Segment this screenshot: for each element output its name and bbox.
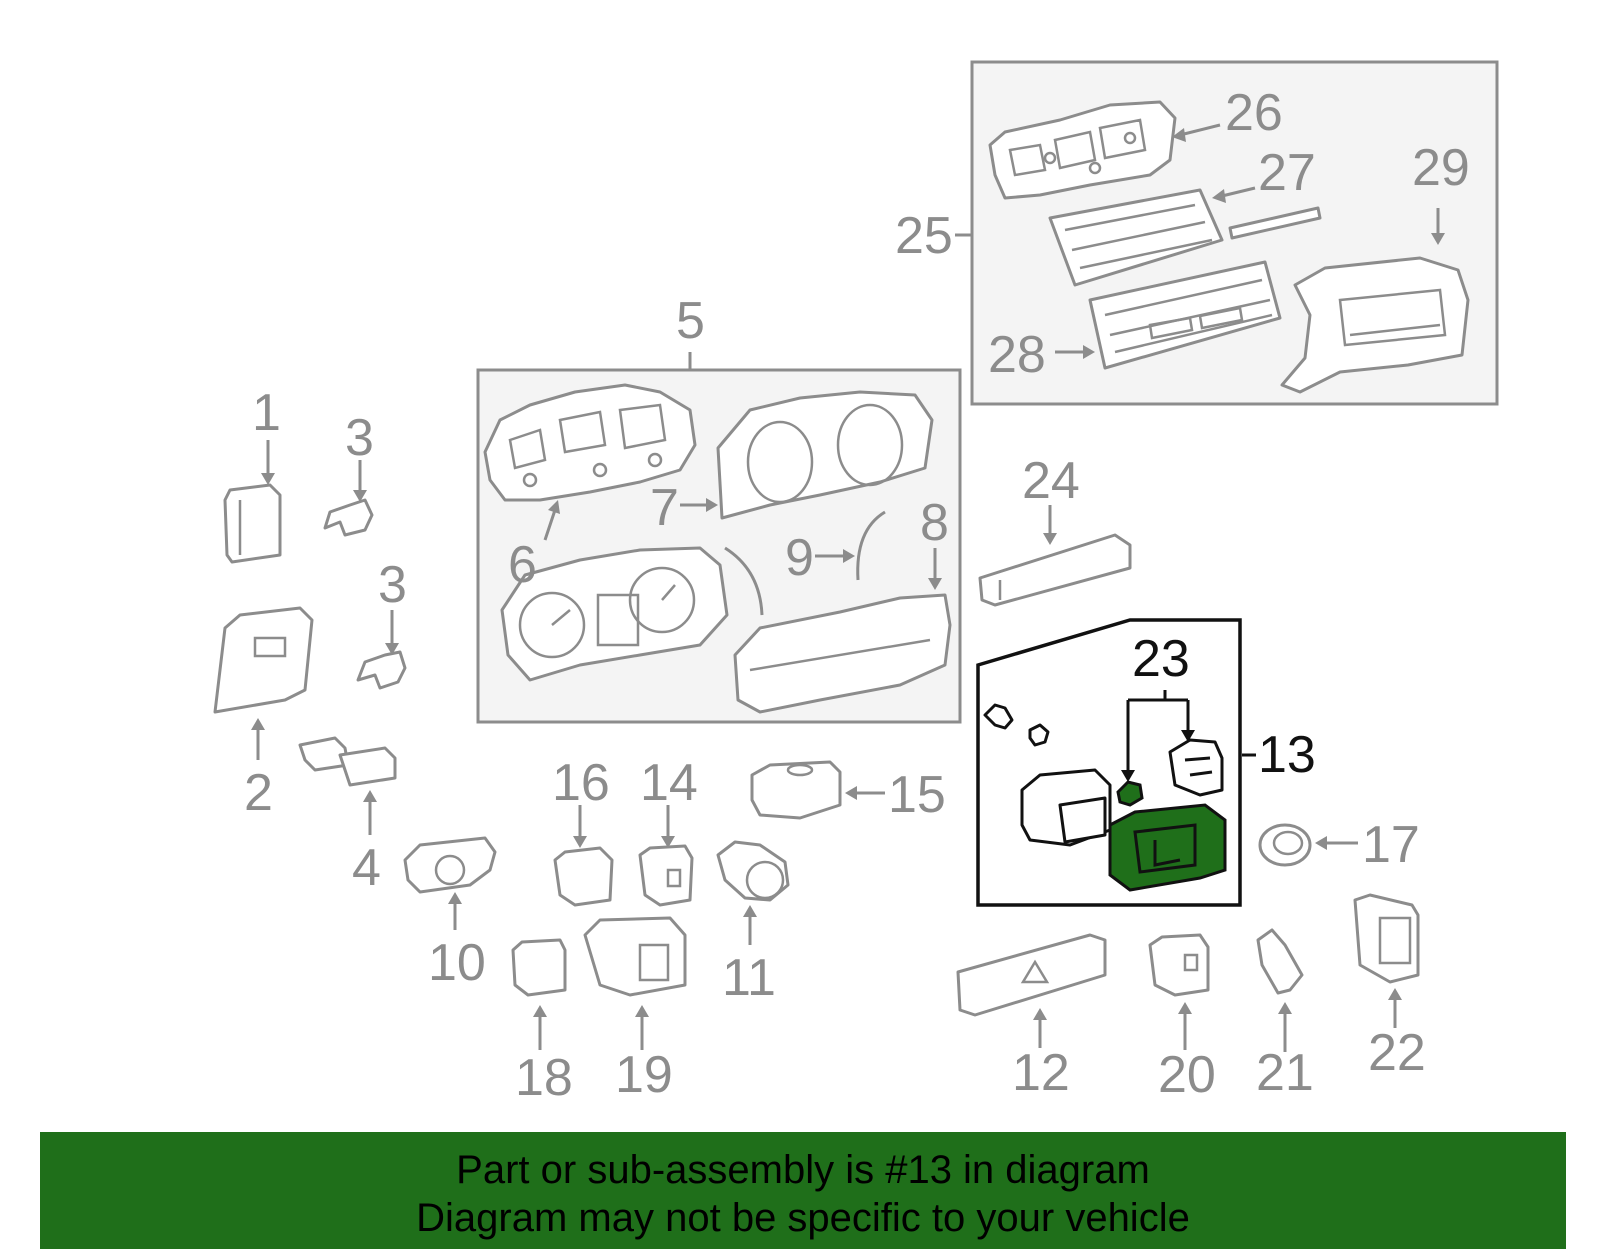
callout-20: 20 [1158, 1046, 1216, 1104]
part-8-housing [733, 593, 952, 714]
part-27-panel [1048, 188, 1322, 287]
callout-22: 22 [1368, 1024, 1426, 1082]
callout-27: 27 [1258, 144, 1316, 202]
part-11-switch [716, 840, 790, 902]
callout-4: 4 [352, 839, 381, 897]
callout-11: 11 [722, 949, 776, 1007]
part-6-circuit [483, 383, 697, 502]
callout-3b: 3 [378, 556, 407, 614]
part-9-trim [724, 546, 764, 616]
callout-19: 19 [615, 1046, 673, 1104]
part-13-switch-body [1108, 803, 1227, 892]
info-banner: Part or sub-assembly is #13 in diagram D… [40, 1132, 1566, 1249]
part-22-switch [1353, 893, 1420, 984]
banner-line-part: Part or sub-assembly is #13 in diagram [456, 1148, 1150, 1192]
callout-24: 24 [1022, 452, 1080, 510]
part-9-trim-b [856, 510, 886, 581]
callout-8: 8 [920, 494, 949, 552]
callout-28: 28 [988, 326, 1046, 384]
callout-3a: 3 [345, 409, 374, 467]
callout-9: 9 [785, 529, 814, 587]
callout-7: 7 [650, 479, 679, 537]
callout-13: 13 [1258, 726, 1316, 784]
part-29-bezel [1280, 256, 1470, 394]
leader-27 [1221, 186, 1256, 198]
part-26-panel [988, 100, 1177, 200]
callout-17: 17 [1362, 816, 1420, 874]
part-23-connector [1168, 738, 1224, 797]
part-6b-cluster-face [500, 546, 729, 682]
part-21-switch [1256, 928, 1304, 995]
part-1-module [223, 483, 282, 564]
callout-15: 15 [888, 766, 946, 824]
part-20-switch [1148, 933, 1210, 997]
callout-1: 1 [252, 384, 281, 442]
part-10-switch [403, 836, 497, 894]
part-13-bulb [983, 703, 1050, 747]
part-15-switch [750, 760, 842, 820]
part-19-switch [583, 916, 687, 997]
callout-6: 6 [508, 536, 537, 594]
callout-18: 18 [515, 1049, 573, 1107]
banner-line-disclaimer: Diagram may not be specific to your vehi… [416, 1196, 1190, 1240]
part-2-panel [213, 606, 314, 714]
callout-29: 29 [1412, 139, 1470, 197]
part-12-hazard [956, 933, 1107, 1017]
callout-12: 12 [1012, 1044, 1070, 1102]
part-28-control [1088, 260, 1282, 370]
part-16-switch [553, 846, 614, 907]
callout-25: 25 [895, 207, 953, 265]
part-7-lens [716, 390, 934, 520]
callout-5: 5 [676, 292, 705, 350]
part-4-brackets [298, 736, 397, 787]
callout-2: 2 [244, 764, 273, 822]
callout-23: 23 [1132, 630, 1190, 688]
callout-26: 26 [1225, 84, 1283, 142]
part-24-panel [978, 533, 1132, 607]
callout-16: 16 [552, 754, 610, 812]
part-14-switch [638, 844, 694, 907]
part-13-housing [1020, 768, 1112, 847]
callout-14: 14 [640, 754, 698, 812]
leader-26 [1179, 123, 1221, 137]
callout-21: 21 [1256, 1044, 1314, 1102]
part-18-switch [511, 938, 567, 997]
leader-6 [543, 509, 557, 541]
callout-10: 10 [428, 934, 486, 992]
part-17-knob [1258, 823, 1312, 867]
part-3b-clip [356, 650, 407, 690]
part-3a-clip [323, 498, 374, 537]
